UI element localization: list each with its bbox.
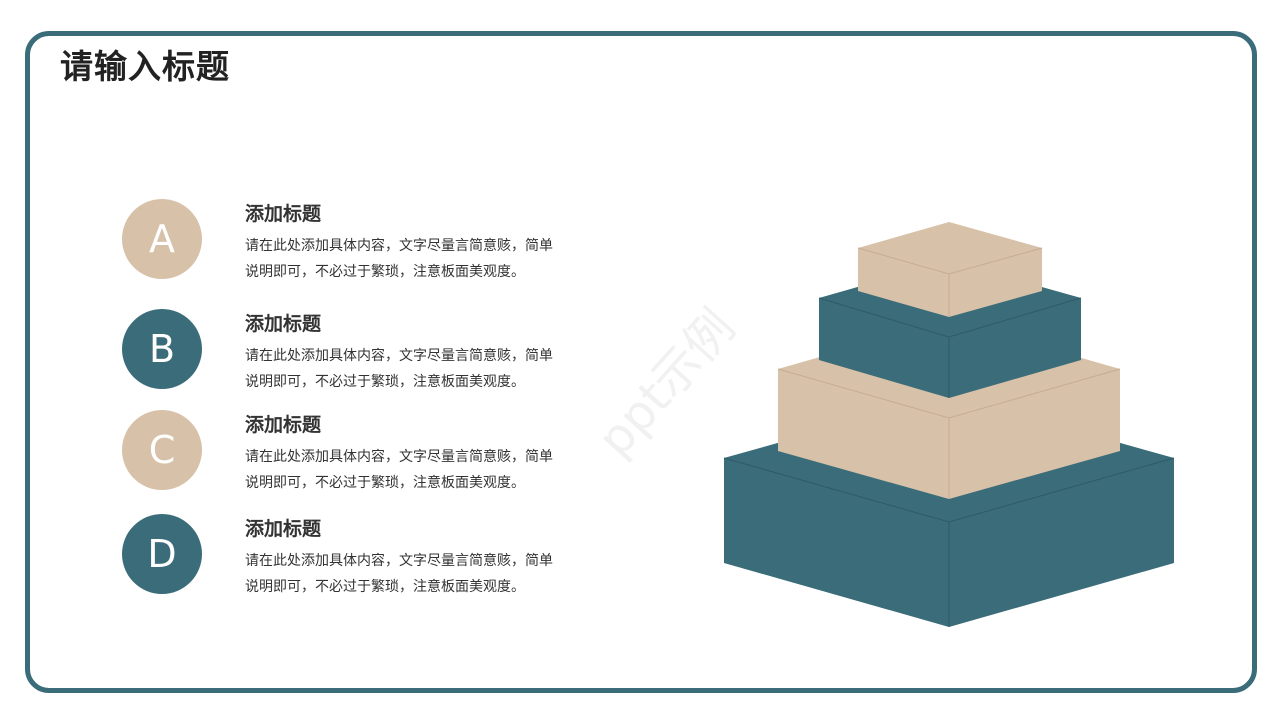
list-item-c: C 添加标题 请在此处添加具体内容，文字尽量言简意赅，简单 说明即可，不必过于繁…: [122, 410, 642, 500]
slide-frame: [25, 31, 1257, 693]
item-heading: 添加标题: [245, 313, 322, 335]
badge-c: C: [122, 410, 202, 490]
badge-b: B: [122, 309, 202, 389]
badge-a: A: [122, 199, 202, 279]
item-body-line1: 请在此处添加具体内容，文字尽量言简意赅，简单: [245, 553, 553, 569]
item-body: 请在此处添加具体内容，文字尽量言简意赅，简单 说明即可，不必过于繁琐，注意板面美…: [245, 233, 605, 285]
item-body-line2: 说明即可，不必过于繁琐，注意板面美观度。: [245, 579, 525, 595]
item-body: 请在此处添加具体内容，文字尽量言简意赅，简单 说明即可，不必过于繁琐，注意板面美…: [245, 343, 605, 395]
item-body-line2: 说明即可，不必过于繁琐，注意板面美观度。: [245, 264, 525, 280]
item-body-line1: 请在此处添加具体内容，文字尽量言简意赅，简单: [245, 348, 553, 364]
list-item-b: B 添加标题 请在此处添加具体内容，文字尽量言简意赅，简单 说明即可，不必过于繁…: [122, 309, 642, 399]
item-body-line1: 请在此处添加具体内容，文字尽量言简意赅，简单: [245, 449, 553, 465]
item-heading: 添加标题: [245, 518, 322, 540]
badge-d: D: [122, 514, 202, 594]
list-item-a: A 添加标题 请在此处添加具体内容，文字尽量言简意赅，简单 说明即可，不必过于繁…: [122, 199, 642, 289]
item-heading: 添加标题: [245, 203, 322, 225]
item-body-line2: 说明即可，不必过于繁琐，注意板面美观度。: [245, 475, 525, 491]
item-body-line2: 说明即可，不必过于繁琐，注意板面美观度。: [245, 374, 525, 390]
item-body-line1: 请在此处添加具体内容，文字尽量言简意赅，简单: [245, 238, 553, 254]
tier-top: [857, 222, 1043, 317]
item-body: 请在此处添加具体内容，文字尽量言简意赅，简单 说明即可，不必过于繁琐，注意板面美…: [245, 444, 605, 496]
item-body: 请在此处添加具体内容，文字尽量言简意赅，简单 说明即可，不必过于繁琐，注意板面美…: [245, 548, 605, 600]
page-title: 请输入标题: [60, 47, 230, 86]
item-heading: 添加标题: [245, 414, 322, 436]
list-item-d: D 添加标题 请在此处添加具体内容，文字尽量言简意赅，简单 说明即可，不必过于繁…: [122, 514, 642, 604]
